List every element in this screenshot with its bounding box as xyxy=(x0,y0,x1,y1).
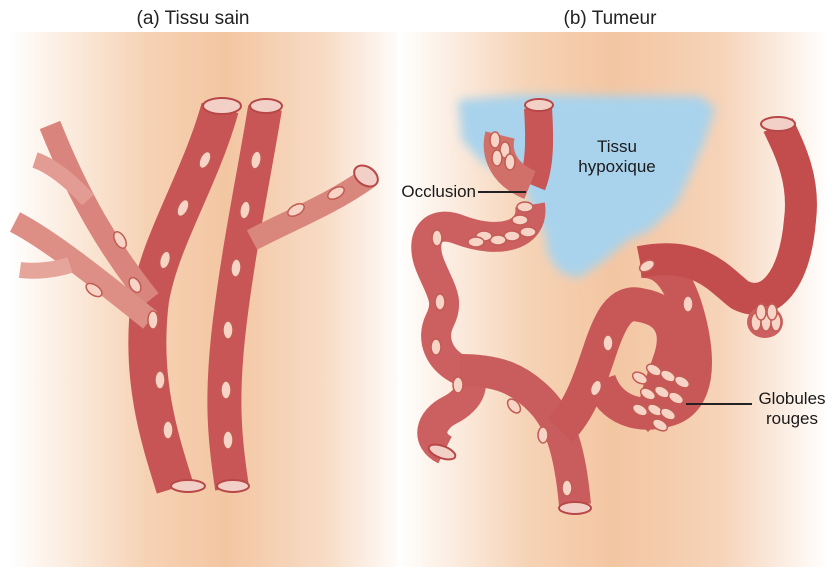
vessel-opening xyxy=(217,480,249,492)
vessel-opening xyxy=(203,98,241,114)
rbc-label-line1: Globules xyxy=(758,389,825,408)
vessel-opening xyxy=(761,117,795,131)
vessel-opening xyxy=(250,99,282,113)
hypoxic-label-line1: Tissu xyxy=(597,137,637,156)
hypoxic-label-line2: hypoxique xyxy=(578,157,656,176)
rbc-label-line2: rouges xyxy=(766,409,818,428)
occlusion-label: Occlusion xyxy=(401,182,476,201)
vessel-opening xyxy=(525,99,553,111)
vessel-opening xyxy=(559,502,591,514)
vessel-opening xyxy=(171,480,205,492)
